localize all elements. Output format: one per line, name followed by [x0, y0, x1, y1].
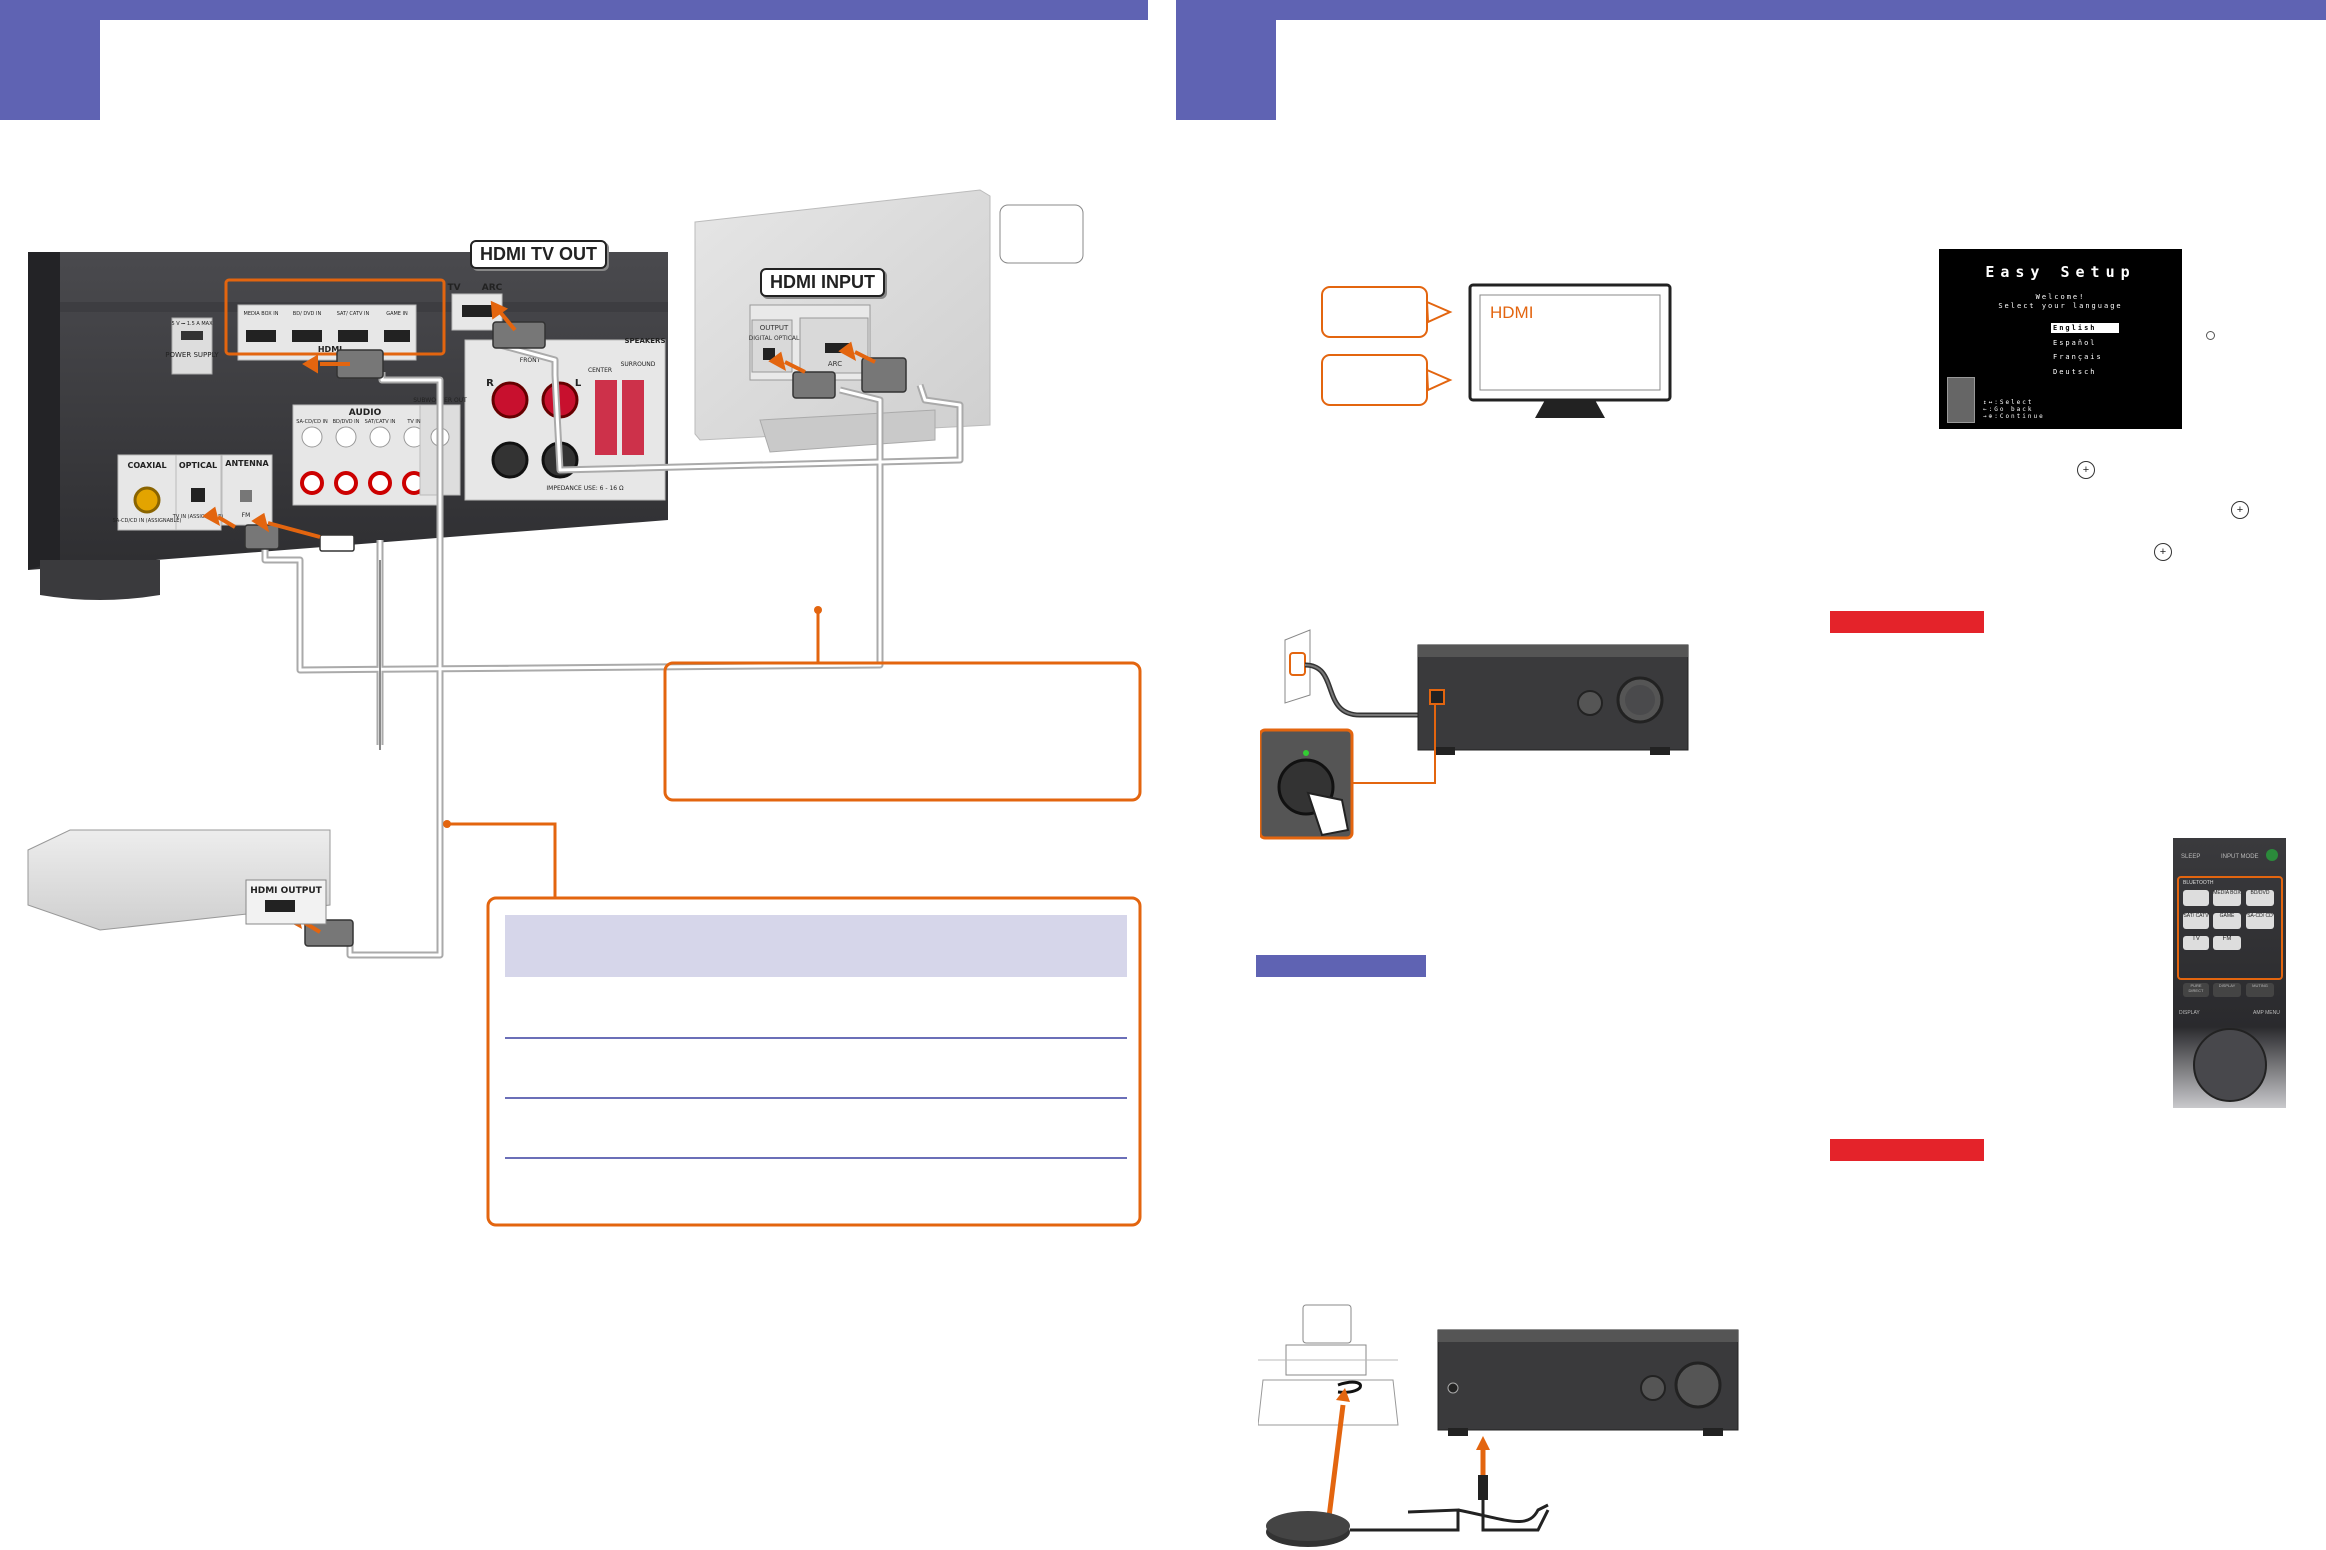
speaker-r-label: R — [486, 378, 494, 389]
left-header-bar — [0, 0, 1148, 20]
remote-display-button[interactable]: DISPLAY — [2213, 983, 2241, 997]
tv-jack-label: TV — [447, 283, 460, 293]
tv-input-illustration — [1321, 283, 1672, 418]
remote-input-mode-label: INPUT MODE — [2221, 854, 2259, 860]
note-bar-red — [1830, 611, 1984, 633]
remote-bd-dvd-button[interactable]: BD/DVD — [2246, 890, 2274, 906]
hdmi-tv-out-tag: HDMI TV OUT — [470, 240, 607, 269]
remote-bluetooth-label: BLUETOOTH — [2183, 880, 2214, 886]
table-header-band — [505, 915, 1127, 977]
easy-setup-screen: Easy Setup Welcome! Select your language… — [1939, 249, 2182, 429]
connection-diagram: OUTPUT DIGITAL OPTICAL ARC — [27, 189, 1142, 1227]
optical-label: OPTICAL — [179, 461, 217, 470]
hdmi-inputs-highlight — [224, 278, 446, 356]
bluetooth-connection-illustration — [1258, 1304, 1739, 1547]
hdmi-input-bd-dvd: BD/ DVD IN — [293, 311, 322, 317]
speaker-l-label: L — [575, 378, 582, 389]
fm-label: FM — [242, 512, 251, 519]
remote-media-box-button[interactable]: MEDIA BOX — [2213, 890, 2241, 906]
remote-tv-button[interactable]: TV — [2183, 936, 2209, 950]
coaxial-sub-label: SA-CD/CD IN (ASSIGNABLE) — [113, 518, 182, 524]
hdmi-row-label: HDMI — [318, 345, 342, 354]
remote-pure-direct-button[interactable]: PURE DIRECT — [2183, 983, 2209, 997]
remote-power-button[interactable] — [2266, 849, 2278, 861]
hdmi-input-labels: MEDIA BOX IN BD/ DVD IN SAT/ CATV IN GAM… — [244, 311, 409, 317]
remote-amp-menu-label: AMP MENU — [2253, 1010, 2280, 1016]
enter-button-icon: + — [2154, 543, 2172, 561]
tv-icon-box — [999, 204, 1084, 264]
remote-input-group-highlight — [2177, 876, 2283, 980]
language-option-spanish[interactable]: Español — [2053, 339, 2097, 347]
hint-continue: →⊕:Continue — [1983, 413, 2045, 420]
tv-screen-hdmi-text: HDMI — [1490, 303, 1534, 322]
power-supply-label: POWER SUPPLY — [165, 351, 219, 359]
remote-fm-button[interactable]: FM — [2213, 936, 2241, 950]
hdmi-input-game: GAME IN — [386, 311, 408, 317]
front-label: FRONT — [520, 357, 541, 364]
hint-go-back: ←:Go back — [1983, 406, 2034, 413]
remote-game-button[interactable]: GAME — [2213, 913, 2241, 929]
tv-digital-optical-label: DIGITAL OPTICAL — [749, 335, 800, 342]
remote-sat-catv-button[interactable]: SAT/ CATV — [2183, 913, 2209, 929]
hint-select: ↕↔:Select — [1983, 399, 2034, 406]
audio-input-bd-dvd: BD/DVD IN — [333, 419, 360, 425]
tv-optical-label: OUTPUT — [760, 324, 789, 332]
antenna-label: ANTENNA — [225, 459, 269, 468]
audio-label: AUDIO — [349, 408, 382, 418]
hdmi-output-label: HDMI OUTPUT — [250, 886, 322, 896]
enter-button-icon: + — [2231, 501, 2249, 519]
audio-input-labels: SA-CD/CD IN BD/DVD IN SAT/CATV IN TV IN — [296, 419, 421, 425]
audio-input-sat-catv: SAT/CATV IN — [365, 419, 396, 425]
usb-rating-label: 5 V ⎓ 1.5 A MAX — [171, 321, 213, 327]
audio-input-sacd: SA-CD/CD IN — [296, 419, 328, 425]
language-option-english[interactable]: English — [2051, 323, 2119, 333]
remote-bluetooth-button[interactable] — [2183, 890, 2209, 906]
enter-indicator-icon — [2206, 331, 2215, 340]
center-label: CENTER — [588, 367, 612, 374]
source-table-callout — [486, 896, 1142, 1227]
optical-callout — [663, 661, 1142, 802]
audio-input-tv: TV IN — [406, 419, 421, 425]
tv-back — [694, 189, 991, 453]
arc-jack-label: ARC — [482, 283, 503, 293]
tv-arc-label: ARC — [828, 360, 842, 368]
remote-dpad[interactable] — [2193, 1028, 2267, 1102]
section-bar-purple — [1256, 955, 1426, 977]
remote-muting-button[interactable]: MUTING — [2246, 983, 2274, 997]
note-bar-red — [1830, 1139, 1984, 1161]
surround-label: SURROUND — [621, 361, 656, 368]
speakers-label: SPEAKERS — [624, 337, 665, 345]
remote-thumbnail — [1947, 377, 1975, 423]
right-header-bar — [1176, 0, 2326, 20]
remote-display-label: DISPLAY — [2179, 1010, 2200, 1016]
impedance-label: IMPEDANCE USE: 6 - 16 Ω — [546, 485, 624, 492]
power-on-illustration — [1260, 629, 1689, 840]
language-option-french[interactable]: Français — [2053, 353, 2103, 361]
remote-control: SLEEP INPUT MODE BLUETOOTH MEDIA BOX BD/… — [2173, 838, 2286, 1108]
hdmi-input-sat-catv: SAT/ CATV IN — [337, 311, 370, 317]
remote-sacd-button[interactable]: SA-CD/ CD — [2246, 913, 2274, 929]
remote-sleep-label: SLEEP — [2181, 854, 2201, 860]
hdmi-input-media-box: MEDIA BOX IN — [244, 311, 279, 317]
hdmi-input-tag: HDMI INPUT — [760, 268, 885, 297]
source-device — [27, 829, 331, 931]
optical-sub-label: TV IN (ASSIGNABLE) — [172, 514, 223, 520]
left-step-tab — [0, 0, 100, 120]
easy-setup-title: Easy Setup — [1985, 263, 2136, 281]
enter-button-icon: + — [2077, 461, 2095, 479]
coaxial-label: COAXIAL — [127, 461, 166, 470]
language-option-german[interactable]: Deutsch — [2053, 368, 2097, 376]
easy-setup-prompt: Select your language — [1998, 302, 2123, 310]
easy-setup-welcome: Welcome! — [2035, 293, 2086, 301]
right-step-tab — [1176, 0, 1276, 120]
